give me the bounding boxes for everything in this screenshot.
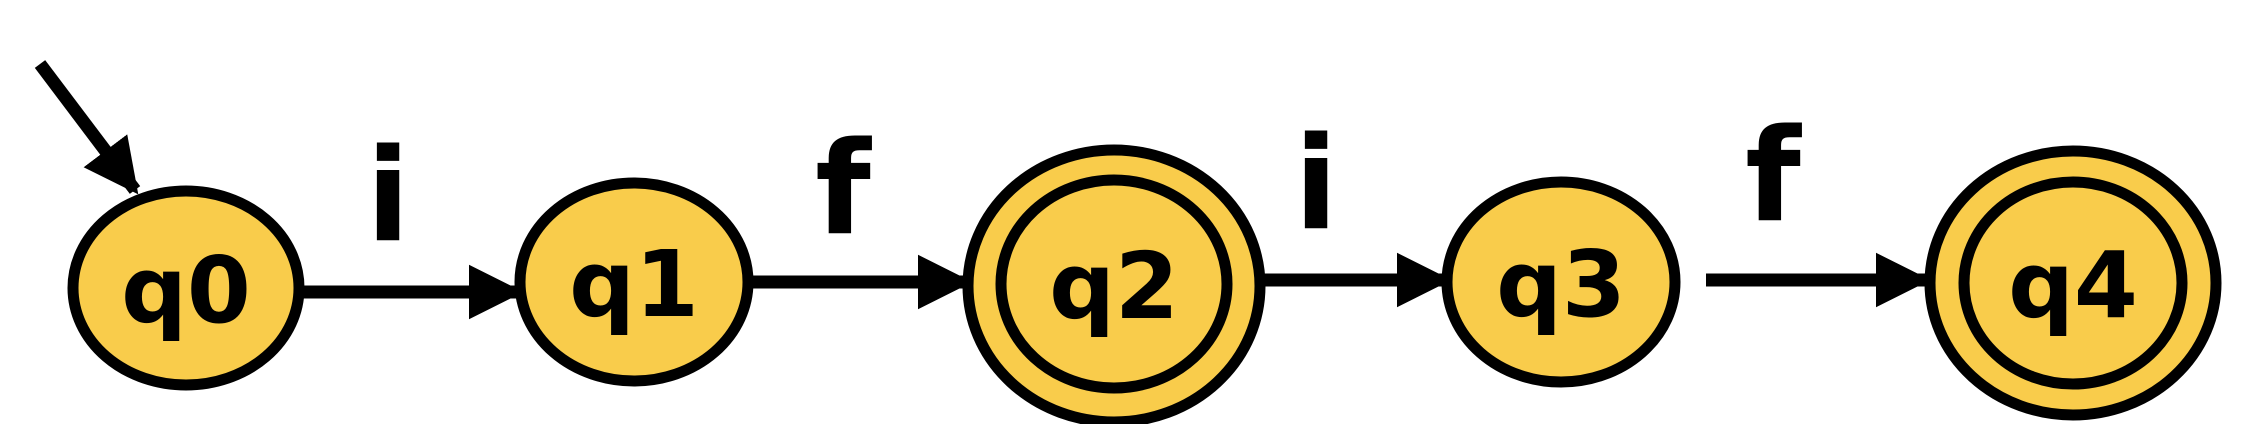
state-q4: q4	[1924, 145, 2222, 421]
transition-label: f	[1745, 102, 1802, 251]
state-label: q4	[2008, 232, 2138, 339]
state-label: q1	[569, 231, 699, 338]
state-label: q0	[121, 237, 251, 344]
transition-q2-q3: i	[1262, 110, 1452, 308]
transition-q1-q2: f	[750, 115, 973, 310]
accepting-outer-circle	[962, 144, 1266, 424]
start-arrow	[34, 60, 141, 195]
state-circle	[514, 177, 754, 387]
transition-q0-q1: i	[302, 122, 524, 320]
accepting-inner-circle	[1958, 176, 2188, 390]
accepting-outer-circle	[1924, 145, 2222, 421]
state-label: q2	[1049, 233, 1179, 340]
transition-q3-q4: f	[1706, 102, 1931, 308]
accepting-inner-circle	[995, 174, 1233, 394]
state-circle	[1441, 176, 1681, 388]
state-q2: q2	[962, 144, 1266, 424]
transition-label: i	[366, 122, 410, 271]
state-q0: q0	[67, 185, 305, 391]
state-circle	[67, 185, 305, 391]
state-label: q3	[1496, 231, 1626, 338]
state-q1: q1	[514, 177, 754, 387]
transition-label: i	[1294, 110, 1338, 259]
transition-label: f	[815, 115, 872, 264]
state-q3: q3	[1441, 176, 1681, 388]
